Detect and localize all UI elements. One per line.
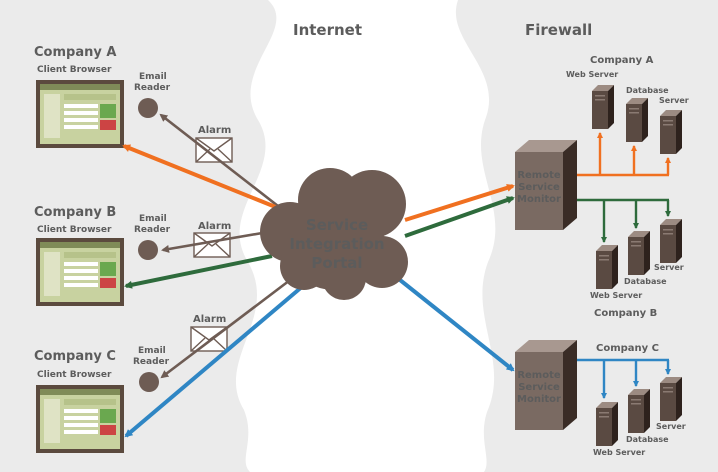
email-reader-a-label-2: Reader xyxy=(134,83,171,93)
client-c-browser-screen xyxy=(36,385,124,453)
email-reader-b-icon xyxy=(138,240,158,260)
server-group-a-web-label: Web Server xyxy=(566,70,618,79)
alarm-arrow-c xyxy=(160,272,299,379)
orange-arrow-to-monitor xyxy=(404,183,515,222)
client-c-company-label: Company C xyxy=(34,349,116,364)
client-b-browser-screen xyxy=(36,238,124,306)
blue-arrow-to-monitor xyxy=(388,270,515,372)
company-a-web-server-icon xyxy=(592,85,614,129)
server-group-a-db-label: Database xyxy=(626,86,669,95)
green-arrow-to-client-b xyxy=(124,254,273,289)
server-group-c-company-label: Company C xyxy=(596,343,659,354)
server-group-b-company-label: Company B xyxy=(594,308,657,319)
email-reader-b-label-2: Reader xyxy=(134,225,171,235)
server-group-b-web-label: Web Server xyxy=(590,291,642,300)
monitor-1-label-line1: Remote xyxy=(517,170,561,181)
portal-label-line2: Integration xyxy=(289,235,384,253)
company-a-connector xyxy=(577,132,671,177)
firewall-heading: Firewall xyxy=(525,21,592,39)
company-b-server-icon xyxy=(660,219,682,263)
server-group-b-server-label: Server xyxy=(654,263,684,272)
email-reader-c-label-2: Reader xyxy=(133,357,170,367)
server-group-c-server-label: Server xyxy=(656,422,686,431)
green-arrow-to-monitor xyxy=(404,196,515,238)
company-a-database-icon xyxy=(626,98,648,142)
server-group-a-company-label: Company A xyxy=(590,55,654,66)
monitor-1-label-line2: Service xyxy=(518,182,560,193)
monitor-2-label-line2: Service xyxy=(518,382,560,393)
email-reader-a-icon xyxy=(138,98,158,118)
internet-heading: Internet xyxy=(293,21,362,39)
monitor-2-label-line3: Monitor xyxy=(517,394,561,405)
company-a-server-icon xyxy=(660,110,682,154)
alarm-b-label: Alarm xyxy=(198,221,231,232)
email-reader-c-icon xyxy=(139,372,159,392)
monitor-2-label-line1: Remote xyxy=(517,370,561,381)
blue-arrow-to-client-c xyxy=(124,278,312,438)
alarm-a-label: Alarm xyxy=(198,125,231,136)
service-integration-portal-cloud xyxy=(260,168,408,300)
client-c-browser-label: Client Browser xyxy=(37,370,112,380)
monitor-1-label-line3: Monitor xyxy=(517,194,561,205)
server-group-c-db-label: Database xyxy=(626,435,669,444)
alarm-c-label: Alarm xyxy=(193,314,226,325)
company-b-database-icon xyxy=(628,231,650,275)
client-a-browser-screen xyxy=(36,80,124,148)
company-b-web-server-icon xyxy=(596,245,618,289)
client-a-company-label: Company A xyxy=(34,45,116,60)
server-group-b-db-label: Database xyxy=(624,277,667,286)
server-group-a-server-label: Server xyxy=(659,96,689,105)
server-group-c-web-label: Web Server xyxy=(593,448,645,457)
alarm-a-envelope-icon xyxy=(195,137,233,163)
orange-arrow-to-client-a xyxy=(122,144,289,214)
client-b-browser-label: Client Browser xyxy=(37,225,112,235)
alarm-arrow-a xyxy=(159,113,279,208)
email-reader-b-label-1: Email xyxy=(139,214,167,224)
company-b-connector xyxy=(577,198,671,243)
portal-label-line1: Service xyxy=(306,216,368,234)
client-a-browser-label: Client Browser xyxy=(37,65,112,75)
company-c-connector xyxy=(577,358,671,399)
company-c-server-icon xyxy=(660,377,682,421)
portal-label-line3: Portal xyxy=(311,254,362,272)
client-b-company-label: Company B xyxy=(34,205,116,220)
email-reader-c-label-1: Email xyxy=(138,346,166,356)
email-reader-a-label-1: Email xyxy=(139,72,167,82)
company-c-web-server-icon xyxy=(596,402,618,446)
company-c-database-icon xyxy=(628,389,650,433)
alarm-arrow-b xyxy=(161,230,269,253)
